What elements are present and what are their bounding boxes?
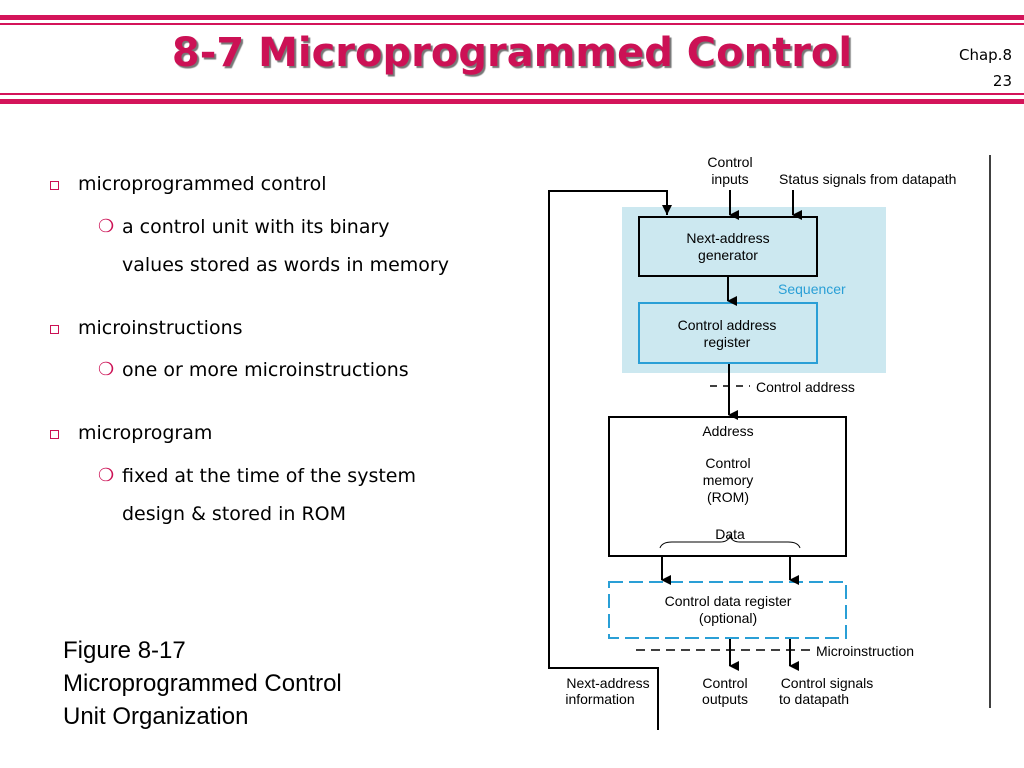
data-bus-brace: [659, 534, 801, 549]
sub-bullet-item: ❍ a control unit with its binary: [50, 208, 530, 246]
status-signals-label: Status signals from datapath: [779, 171, 956, 187]
sub-bullet-item: ❍ one or more microinstructions: [50, 351, 530, 389]
bullet-item: microprogrammed control: [50, 170, 530, 198]
next-address-generator-label: Next-address: [686, 230, 769, 246]
top-rule-thick: [0, 15, 1024, 20]
slide-title: 8-7 Microprogrammed Control: [171, 30, 853, 76]
circle-bullet-icon: ❍: [98, 359, 115, 380]
feedback-loop-line: [548, 190, 668, 730]
bullet-item: microinstructions: [50, 314, 530, 342]
sub-bullet-text: one or more microinstructions: [122, 359, 409, 381]
address-label: Address: [702, 423, 753, 439]
chapter-name: Chap.8: [958, 46, 1012, 64]
square-bullet-icon: [50, 325, 59, 334]
control-address-register-box: [638, 302, 818, 364]
next-address-information-label: information: [565, 691, 634, 707]
page-number: 23: [992, 72, 1012, 90]
data-label: Data: [715, 526, 745, 542]
control-memory-label: Control: [705, 455, 750, 471]
microinstruction-label: Microinstruction: [816, 643, 914, 659]
bullet-text: microprogram: [78, 422, 213, 444]
sub-bullet-item: ❍ fixed at the time of the system: [50, 457, 530, 495]
figure-caption: Figure 8-17 Microprogrammed Control Unit…: [63, 634, 342, 733]
sequencer-label: Sequencer: [778, 281, 846, 297]
sub-bullet-text: fixed at the time of the system: [122, 465, 416, 487]
control-memory-label: memory: [703, 472, 754, 488]
title-underline-thick: [0, 99, 1024, 104]
caption-line: Microprogrammed Control: [63, 670, 342, 697]
control-inputs-label: Control: [707, 154, 752, 170]
control-data-register-label: Control data register: [665, 593, 792, 609]
next-address-information-label: Next-address: [566, 675, 649, 691]
control-inputs-label: inputs: [711, 171, 748, 187]
caption-line: Figure 8-17: [63, 637, 186, 664]
square-bullet-icon: [50, 181, 59, 190]
control-outputs-label: outputs: [702, 691, 748, 707]
control-signals-label: Control signals: [781, 675, 874, 691]
feedback-arrowhead-icon: [662, 205, 672, 215]
bullet-text: microinstructions: [78, 317, 243, 339]
sub-bullet-text: design & stored in ROM: [122, 503, 346, 525]
sub-bullet-text: values stored as words in memory: [122, 254, 449, 276]
circle-bullet-icon: ❍: [98, 465, 115, 486]
control-data-register-box: [608, 581, 847, 639]
circle-bullet-icon: ❍: [98, 216, 115, 237]
next-address-generator-label: generator: [698, 247, 758, 263]
control-memory-box: [608, 416, 847, 557]
control-outputs-label: Control: [702, 675, 747, 691]
title-underline-thin: [0, 93, 1024, 95]
sub-bullet-continuation: values stored as words in memory: [50, 246, 530, 284]
control-memory-label: (ROM): [707, 489, 749, 505]
top-rule-thin: [0, 23, 1024, 25]
control-data-register-label: (optional): [699, 610, 757, 626]
control-address-label: Control address: [756, 379, 855, 395]
control-address-register-label: register: [704, 334, 751, 350]
square-bullet-icon: [50, 430, 59, 439]
control-signals-label: to datapath: [779, 691, 849, 707]
bullet-text: microprogrammed control: [78, 173, 327, 195]
next-address-generator-box: [638, 216, 818, 277]
caption-line: Unit Organization: [63, 703, 249, 730]
bullet-list: microprogrammed control ❍ a control unit…: [50, 170, 530, 533]
chapter-label: Chap.8 23: [959, 42, 1012, 94]
sub-bullet-continuation: design & stored in ROM: [50, 495, 530, 533]
bullet-item: microprogram: [50, 419, 530, 447]
control-address-register-label: Control address: [678, 317, 777, 333]
sub-bullet-text: a control unit with its binary: [122, 216, 390, 238]
